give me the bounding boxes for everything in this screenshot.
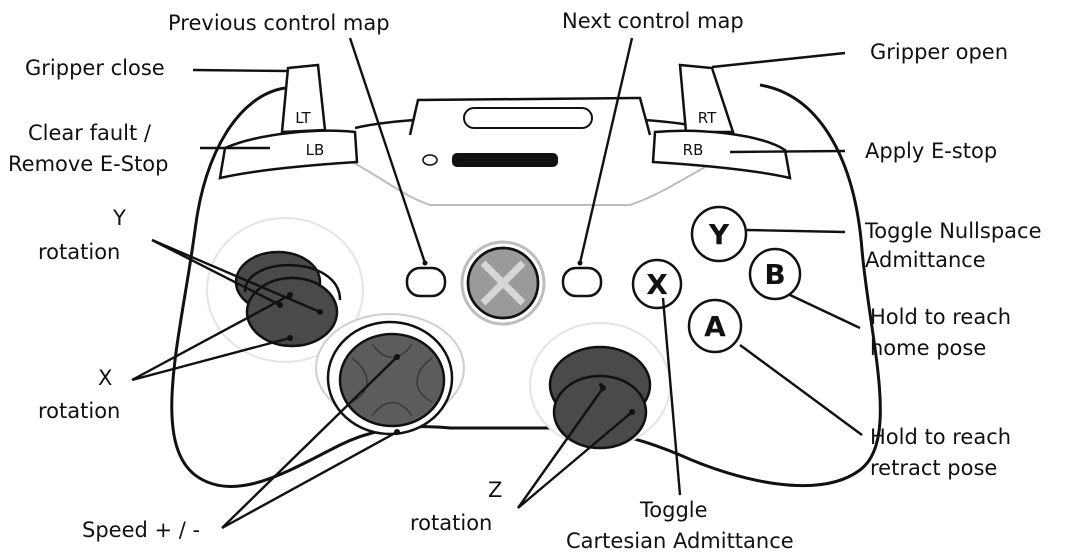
callout-home-pose [789, 293, 861, 330]
view-button[interactable] [405, 266, 447, 298]
label-speed: Speed + / - [82, 518, 200, 542]
callout-speed-a [221, 356, 398, 529]
label-previous-control-map: Previous control map [168, 11, 390, 35]
right-trigger[interactable]: RT [678, 63, 735, 134]
callout-end-previous [422, 260, 428, 266]
label-gripper-open: Gripper open [870, 40, 1008, 64]
callout-lines [131, 37, 863, 530]
label-apply-estop: Apply E-stop [865, 139, 997, 163]
label-clear-fault-2: Remove E-Stop [8, 152, 168, 176]
d-pad[interactable] [315, 313, 465, 436]
callout-toggle-cartesian [661, 297, 682, 496]
label-next-control-map: Next control map [562, 9, 744, 33]
x-button[interactable]: X [631, 258, 683, 310]
label-y-rotation-1: Y [112, 206, 126, 230]
callout-x-rotation-b [131, 336, 291, 382]
left-bumper[interactable]: LB [218, 129, 359, 180]
indicator-light [422, 154, 438, 166]
label-toggle-cartesian-1: Toggle [639, 498, 708, 522]
callout-retract-pose [739, 344, 863, 436]
port-slot [452, 153, 558, 167]
a-button-label: A [704, 310, 726, 343]
callout-next-map [578, 37, 634, 264]
label-y-rotation-2: rotation [38, 240, 120, 264]
callout-y-rotation-b [151, 238, 321, 314]
callout-toggle-nullspace [746, 228, 846, 234]
menu-button[interactable] [561, 266, 603, 298]
label-home-pose-2: home pose [870, 336, 986, 360]
label-z-rotation-2: rotation [410, 511, 492, 535]
label-toggle-nullspace-2: Admittance [865, 248, 986, 272]
y-button-label: Y [708, 218, 730, 251]
callout-end-y-a [277, 302, 283, 308]
guide-button[interactable] [460, 240, 546, 326]
a-button[interactable]: A [687, 298, 743, 354]
right-bumper[interactable]: RB [651, 129, 792, 180]
x-button-label: X [646, 268, 668, 301]
label-retract-pose-2: retract pose [870, 456, 997, 480]
callout-end-speed-b [394, 429, 400, 435]
callout-gripper-open [711, 51, 846, 69]
y-button[interactable]: Y [690, 205, 748, 263]
label-x-rotation-2: rotation [38, 399, 120, 423]
b-button-label: B [764, 258, 785, 291]
top-housing-slot [463, 107, 593, 129]
left-bumper-label: LB [306, 141, 325, 159]
callout-end-z-a [600, 385, 606, 391]
left-trigger[interactable]: LT [280, 63, 327, 134]
callout-apply-estop [729, 149, 846, 154]
callout-end-speed-a [394, 354, 400, 360]
callout-end-x-a [287, 292, 293, 298]
callout-end-z-b [629, 409, 635, 415]
controller-inner-contour [329, 149, 736, 206]
right-trigger-label: RT [698, 109, 717, 127]
b-button[interactable]: B [748, 247, 802, 301]
left-trigger-label: LT [295, 109, 311, 127]
callout-speed-b [221, 430, 398, 530]
left-stick[interactable] [206, 217, 364, 363]
callout-z-rotation-a [517, 387, 604, 509]
callout-y-rotation-a [151, 238, 281, 307]
label-x-rotation-1: X [98, 366, 112, 390]
callout-z-rotation-b [517, 411, 633, 509]
callout-end-y-b [317, 309, 323, 315]
label-toggle-nullspace-1: Toggle Nullspace [864, 219, 1042, 243]
callout-x-rotation-a [131, 293, 291, 382]
label-z-rotation-1: Z [488, 478, 502, 502]
callout-previous-map [348, 37, 427, 264]
label-toggle-cartesian-2: Cartesian Admittance [566, 529, 794, 553]
label-retract-pose-1: Hold to reach [870, 425, 1011, 449]
label-gripper-close: Gripper close [25, 56, 165, 80]
right-stick[interactable] [529, 322, 671, 450]
label-home-pose-1: Hold to reach [870, 305, 1011, 329]
labels: Previous control map Next control map Gr… [8, 9, 1042, 553]
label-clear-fault-1: Clear fault / [28, 121, 152, 145]
callout-end-x-b [287, 335, 293, 341]
right-bumper-label: RB [683, 141, 704, 159]
callout-end-next [577, 260, 583, 266]
callout-gripper-close [192, 68, 289, 73]
